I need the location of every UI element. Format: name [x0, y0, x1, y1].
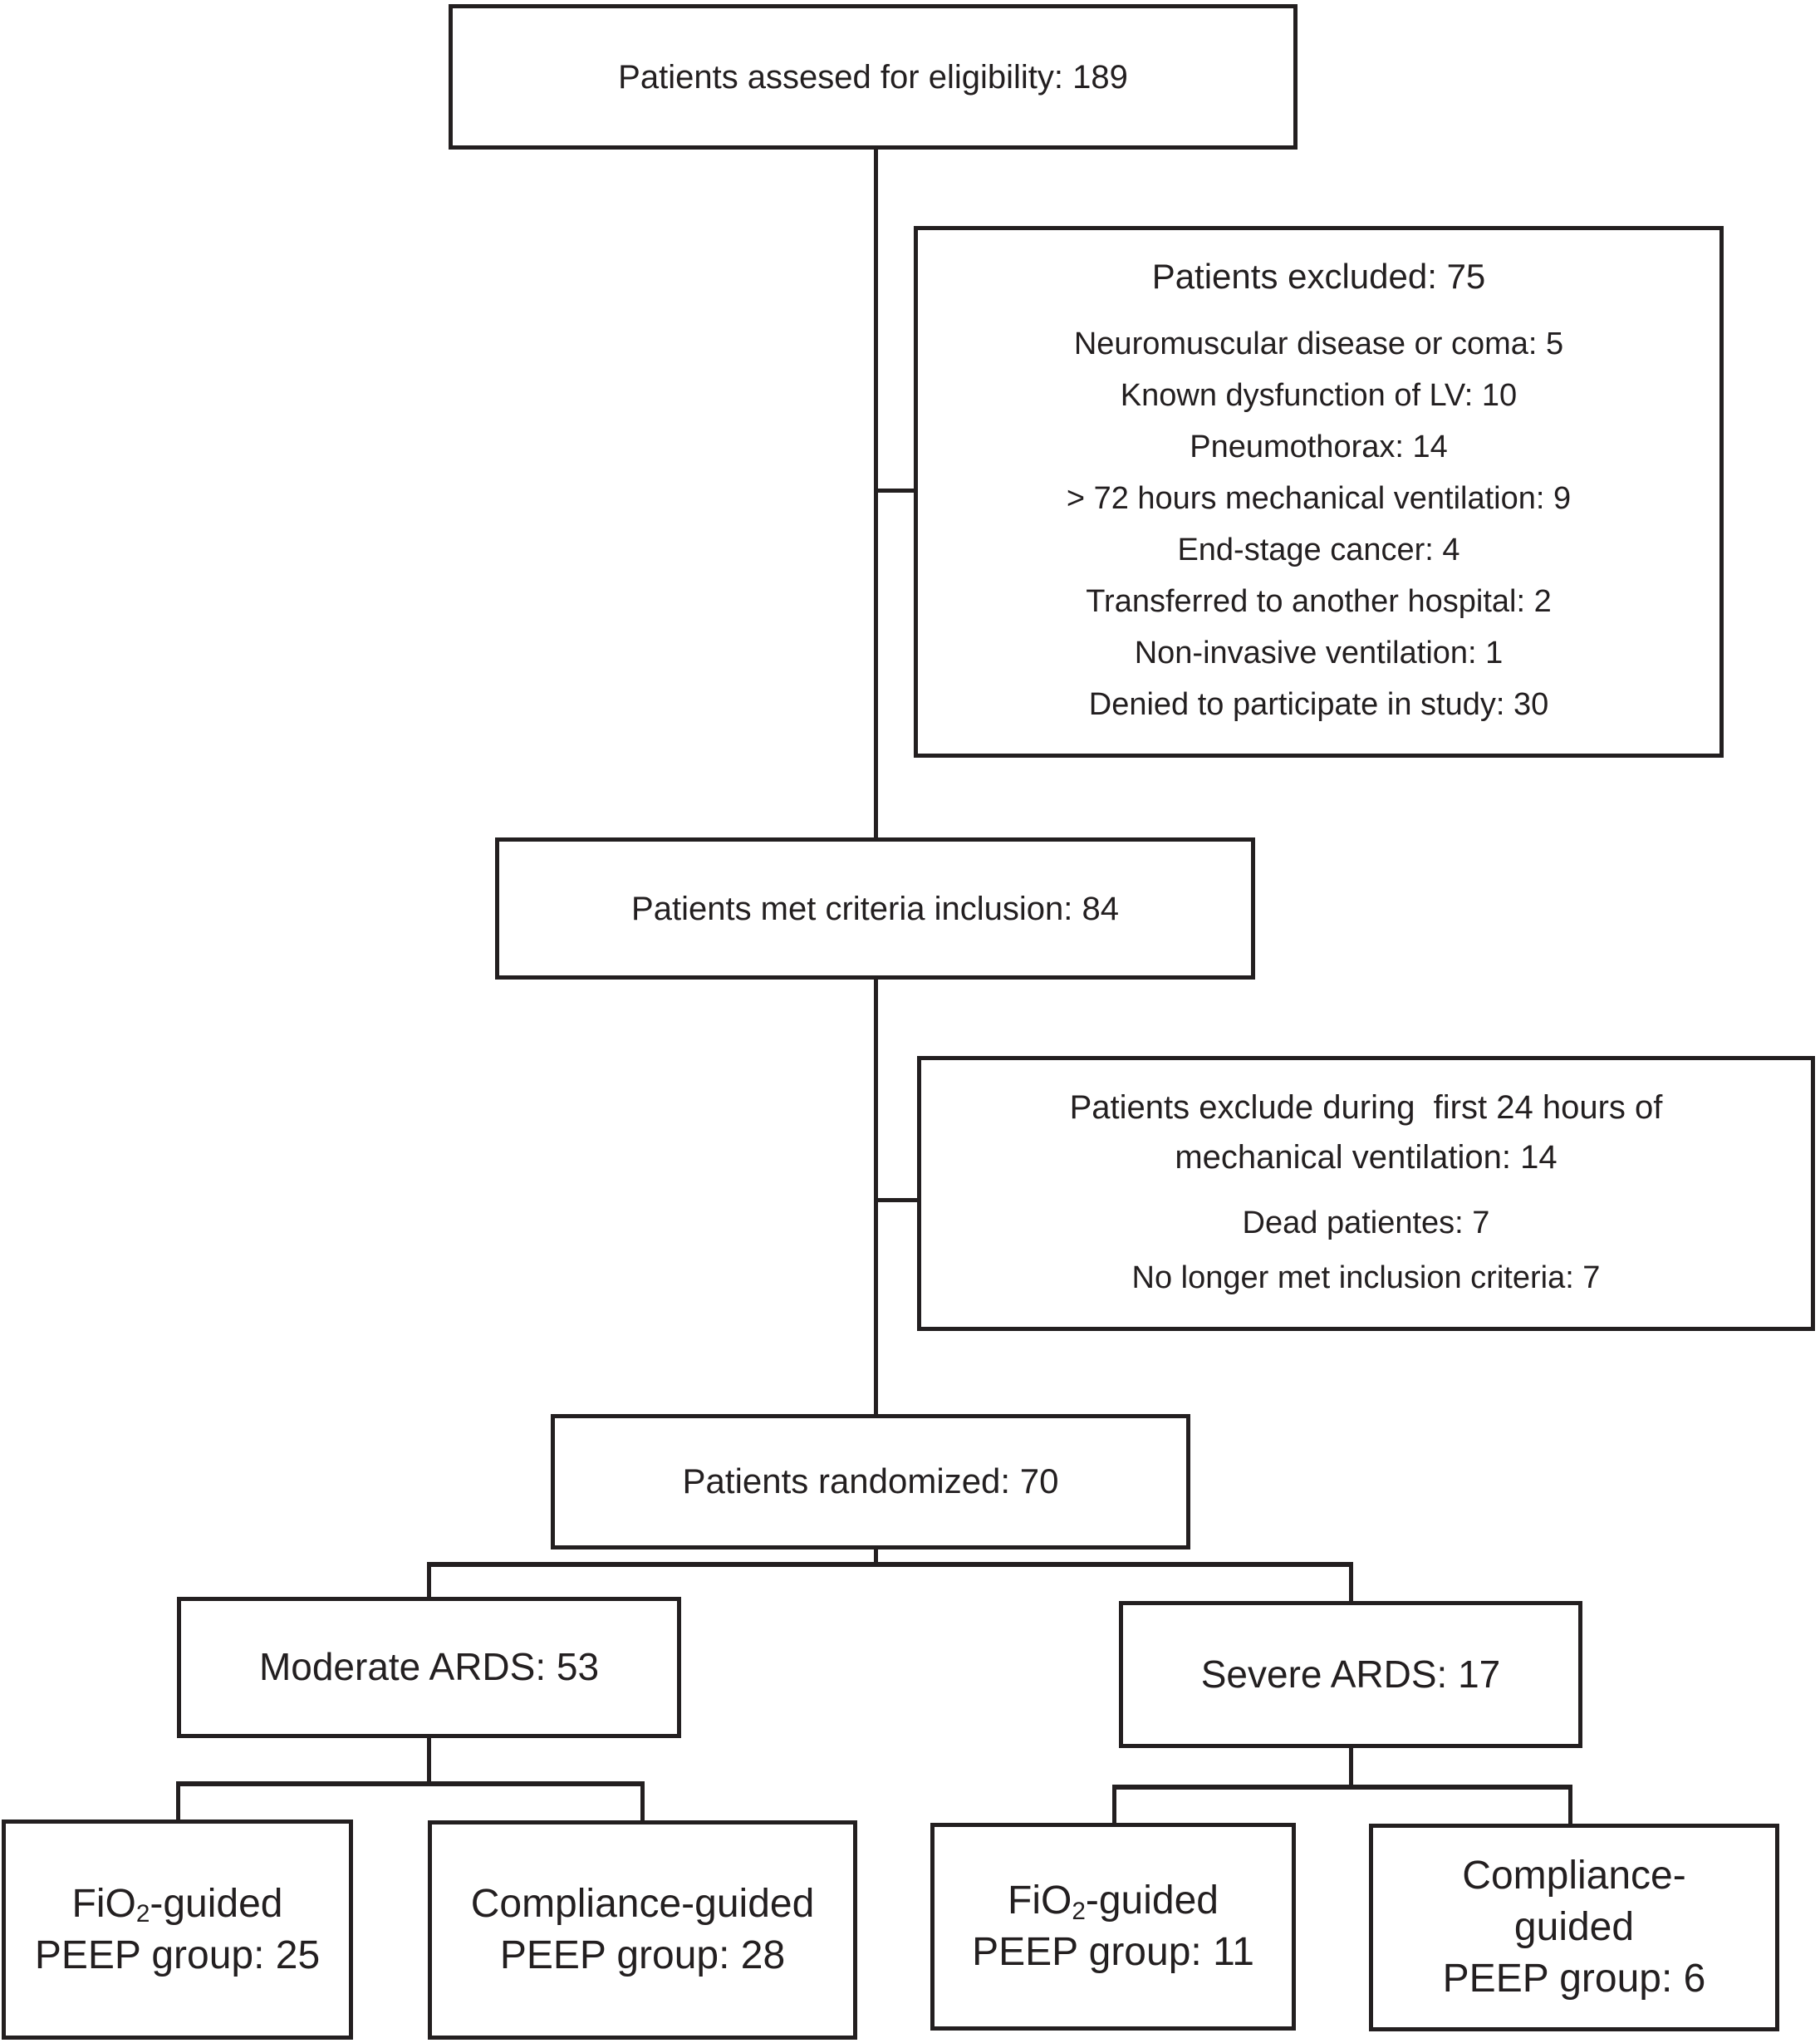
- compliance-peep-severe-line1: Compliance-: [1462, 1854, 1686, 1898]
- connector-randomized-to-branch: [874, 1548, 878, 1566]
- guided-text: -guided: [150, 1881, 283, 1926]
- moderate-ards-label: Moderate ARDS: 53: [258, 1645, 600, 1689]
- connector-branch-to-fio2-moderate: [176, 1781, 180, 1823]
- compliance-peep-moderate-line1: Compliance-guided: [470, 1882, 815, 1926]
- connector-inclusion-to-randomized: [874, 978, 878, 1416]
- exclusion-reason: Denied to participate in study: 30: [1088, 687, 1549, 722]
- connector-branch-to-severe: [1349, 1562, 1353, 1604]
- eligibility-label: Patients assesed for eligibility: 189: [618, 58, 1128, 96]
- connector-eligibility-to-inclusion: [874, 148, 878, 839]
- exclusion-reason: Transferred to another hospital: 2: [1086, 584, 1552, 619]
- exclusion-reason: Non-invasive ventilation: 1: [1134, 636, 1504, 670]
- exclusion-reason: Known dysfunction of LV: 10: [1120, 378, 1518, 413]
- compliance-peep-severe-line3: PEEP group: 6: [1442, 1957, 1706, 2001]
- exclusion-reason: No longer met inclusion criteria: 7: [1131, 1260, 1601, 1295]
- excluded-24h-title-line2: mechanical ventilation: 14: [1175, 1138, 1558, 1176]
- exclusion-reason: > 72 hours mechanical ventilation: 9: [1066, 481, 1572, 516]
- excluded-screening-list: Neuromuscular disease or coma: 5 Known d…: [1067, 318, 1571, 730]
- severe-ards-label: Severe ARDS: 17: [1200, 1652, 1501, 1696]
- connector-branch-moderate-horizontal: [176, 1781, 645, 1786]
- connector-branch-to-moderate: [427, 1562, 431, 1600]
- fio2-peep-moderate-line1: FiO2-guided: [72, 1878, 283, 1930]
- fio2-text: FiO: [71, 1881, 136, 1926]
- exclusion-reason: Pneumothorax: 14: [1190, 430, 1448, 464]
- inclusion-box: Patients met criteria inclusion: 84: [495, 837, 1255, 980]
- compliance-peep-moderate-line2: PEEP group: 28: [499, 1933, 786, 1977]
- fio2-peep-moderate-box: FiO2-guided PEEP group: 25: [2, 1820, 353, 2040]
- connector-stub-excluded-24h: [874, 1198, 920, 1202]
- fio2-subscript: 2: [135, 1900, 150, 1928]
- excluded-screening-title: Patients excluded: 75: [1151, 257, 1486, 296]
- excluded-24h-title-line1: Patients exclude during first 24 hours o…: [1069, 1088, 1663, 1126]
- moderate-ards-box: Moderate ARDS: 53: [177, 1597, 681, 1738]
- exclusion-reason: End-stage cancer: 4: [1177, 533, 1460, 567]
- excluded-24h-box: Patients exclude during first 24 hours o…: [917, 1056, 1815, 1331]
- compliance-peep-severe-box: Compliance- guided PEEP group: 6: [1369, 1824, 1779, 2031]
- inclusion-label: Patients met criteria inclusion: 84: [631, 890, 1119, 927]
- fio2-subscript: 2: [1072, 1897, 1086, 1925]
- connector-severe-to-branch: [1349, 1748, 1353, 1790]
- connector-branch-to-fio2-severe: [1112, 1785, 1116, 1826]
- excluded-screening-box: Patients excluded: 75 Neuromuscular dise…: [914, 226, 1724, 758]
- fio2-peep-moderate-line2: PEEP group: 25: [34, 1933, 321, 1977]
- compliance-peep-moderate-box: Compliance-guided PEEP group: 28: [428, 1820, 857, 2040]
- exclusion-reason: Neuromuscular disease or coma: 5: [1073, 327, 1564, 361]
- connector-moderate-to-branch: [427, 1738, 431, 1786]
- guided-text: -guided: [1085, 1878, 1219, 1923]
- randomized-box: Patients randomized: 70: [551, 1414, 1190, 1549]
- exclusion-reason: Dead patientes: 7: [1242, 1205, 1490, 1240]
- connector-branch-severe-horizontal: [1112, 1785, 1572, 1790]
- connector-branch-to-compliance-severe: [1568, 1785, 1572, 1827]
- fio2-peep-severe-box: FiO2-guided PEEP group: 11: [930, 1823, 1296, 2031]
- severe-ards-box: Severe ARDS: 17: [1119, 1601, 1582, 1748]
- eligibility-box: Patients assesed for eligibility: 189: [449, 4, 1298, 150]
- compliance-peep-severe-line2: guided: [1513, 1905, 1635, 1949]
- fio2-peep-severe-line2: PEEP group: 11: [972, 1930, 1254, 1974]
- excluded-24h-list: Dead patientes: 7 No longer met inclusio…: [1132, 1196, 1601, 1305]
- connector-stub-excluded-screening: [874, 489, 915, 493]
- randomized-label: Patients randomized: 70: [682, 1461, 1059, 1501]
- fio2-peep-severe-line1: FiO2-guided: [1008, 1875, 1219, 1927]
- excluded-24h-title: Patients exclude during first 24 hours o…: [1070, 1083, 1663, 1182]
- connector-branch-to-compliance-moderate: [640, 1781, 645, 1824]
- fio2-text: FiO: [1008, 1878, 1072, 1923]
- connector-branch-ards-horizontal: [427, 1562, 1353, 1567]
